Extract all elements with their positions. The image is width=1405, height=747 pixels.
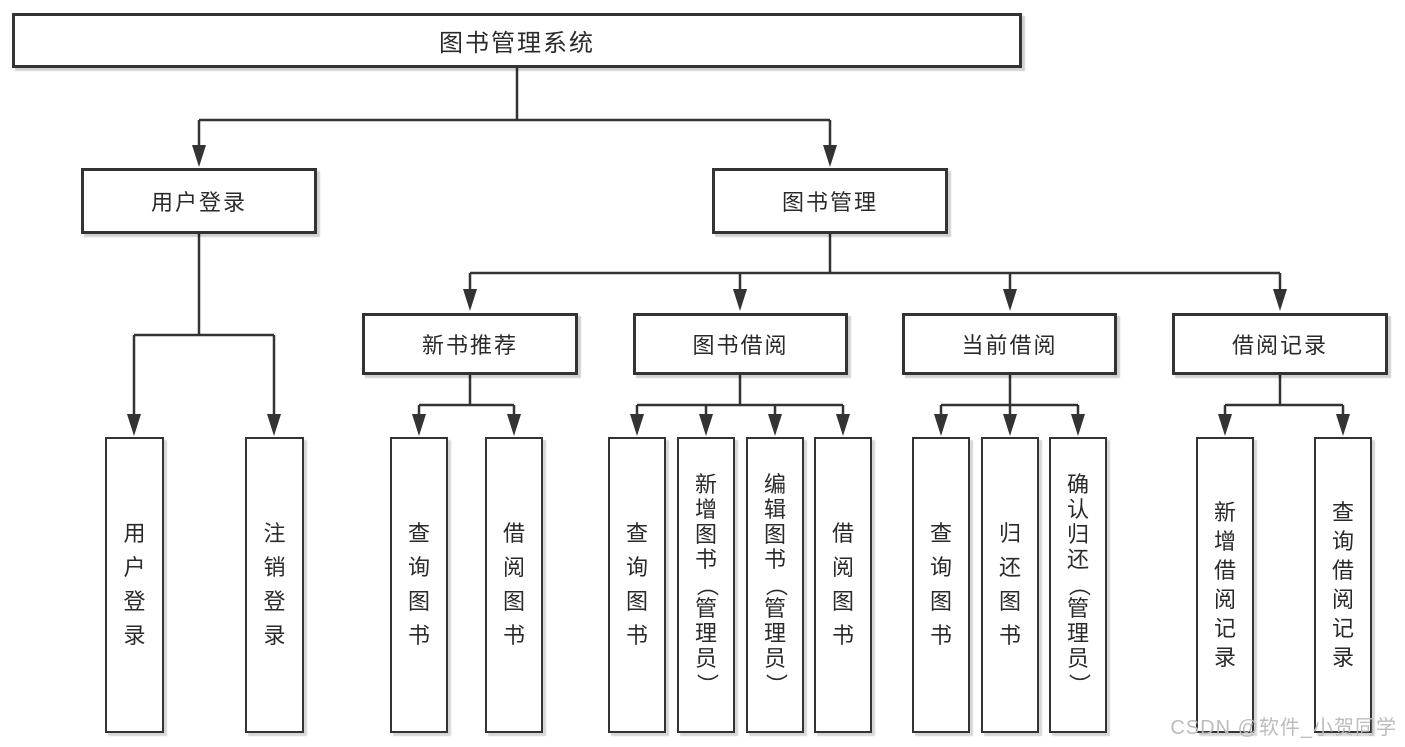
- connector-book-mgmt-branch: [468, 233, 1282, 295]
- node-label: 当前借阅: [961, 333, 1058, 358]
- node-label: 查询图书: [929, 520, 952, 649]
- node-label: 借阅图书: [502, 520, 525, 649]
- node-label: 归还图书: [998, 520, 1021, 649]
- arrow-icon: [836, 414, 850, 436]
- arrow-icon: [267, 414, 281, 436]
- node-label: 注销登录: [263, 520, 286, 649]
- arrow-icon: [1071, 414, 1085, 436]
- leaf-records-query-record: 查询借阅记录: [1314, 437, 1372, 733]
- node-label: 查询借阅记录: [1331, 499, 1354, 671]
- node-label: 新增借阅记录: [1213, 499, 1236, 671]
- arrowheads: [127, 145, 1350, 436]
- connector-user-login-branch: [132, 233, 276, 420]
- leaf-records-add-record: 新增借阅记录: [1196, 437, 1254, 733]
- node-label: 借阅图书: [831, 520, 854, 649]
- node-label: 图书管理系统: [439, 30, 595, 57]
- arrow-icon: [1003, 289, 1017, 311]
- leaf-current-confirm-return-admin: 确认归还（管理员）: [1049, 437, 1107, 733]
- node-user-login: 用户登录: [81, 168, 317, 234]
- connector-records-group: [1223, 375, 1345, 420]
- arrow-icon: [412, 414, 426, 436]
- arrow-icon: [507, 414, 521, 436]
- arrow-icon: [1336, 414, 1350, 436]
- node-label: 编辑图书（管理员）: [763, 472, 789, 696]
- connector-borrow-group: [635, 375, 845, 420]
- leaf-user-login: 用户登录: [105, 437, 164, 733]
- connector-recommend-group: [417, 375, 516, 420]
- csdn-watermark: CSDN @软件_小贺同学: [1170, 717, 1397, 739]
- node-label: 新增图书（管理员）: [694, 472, 720, 696]
- connector-current-group: [939, 375, 1080, 420]
- node-new-book-recommend: 新书推荐: [362, 313, 578, 375]
- arrow-icon: [823, 145, 837, 167]
- node-book-management: 图书管理: [712, 168, 948, 234]
- node-label: 用户登录: [150, 190, 247, 215]
- node-label: 确认归还（管理员）: [1066, 472, 1092, 696]
- arrow-icon: [699, 414, 713, 436]
- leaf-borrow-borrow-books: 借阅图书: [814, 437, 872, 733]
- node-root: 图书管理系统: [12, 13, 1022, 68]
- arrow-icon: [1218, 414, 1232, 436]
- node-current-borrow: 当前借阅: [902, 313, 1117, 375]
- leaf-recommend-query-books: 查询图书: [390, 437, 448, 733]
- arrow-icon: [733, 289, 747, 311]
- leaf-borrow-edit-book-admin: 编辑图书（管理员）: [746, 437, 804, 733]
- leaf-borrow-add-book-admin: 新增图书（管理员）: [677, 437, 735, 733]
- leaf-borrow-query-books: 查询图书: [608, 437, 666, 733]
- node-book-borrow: 图书借阅: [633, 313, 848, 375]
- leaf-current-query-books: 查询图书: [912, 437, 970, 733]
- leaf-logout: 注销登录: [245, 437, 304, 733]
- arrow-icon: [768, 414, 782, 436]
- leaf-current-return-books: 归还图书: [981, 437, 1039, 733]
- connector-root-to-level2: [197, 68, 832, 150]
- arrow-icon: [1003, 414, 1017, 436]
- arrow-icon: [1273, 289, 1287, 311]
- node-label: 图书管理: [781, 190, 878, 215]
- node-label: 用户登录: [123, 520, 146, 649]
- node-label: 查询图书: [407, 520, 430, 649]
- arrow-icon: [463, 289, 477, 311]
- arrow-icon: [127, 414, 141, 436]
- node-borrow-records: 借阅记录: [1172, 313, 1388, 375]
- leaf-recommend-borrow-books: 借阅图书: [485, 437, 543, 733]
- node-label: 查询图书: [625, 520, 648, 649]
- arrow-icon: [192, 145, 206, 167]
- node-label: 借阅记录: [1231, 333, 1328, 358]
- node-label: 图书借阅: [692, 333, 789, 358]
- node-label: 新书推荐: [421, 333, 518, 358]
- arrow-icon: [934, 414, 948, 436]
- arrow-icon: [630, 414, 644, 436]
